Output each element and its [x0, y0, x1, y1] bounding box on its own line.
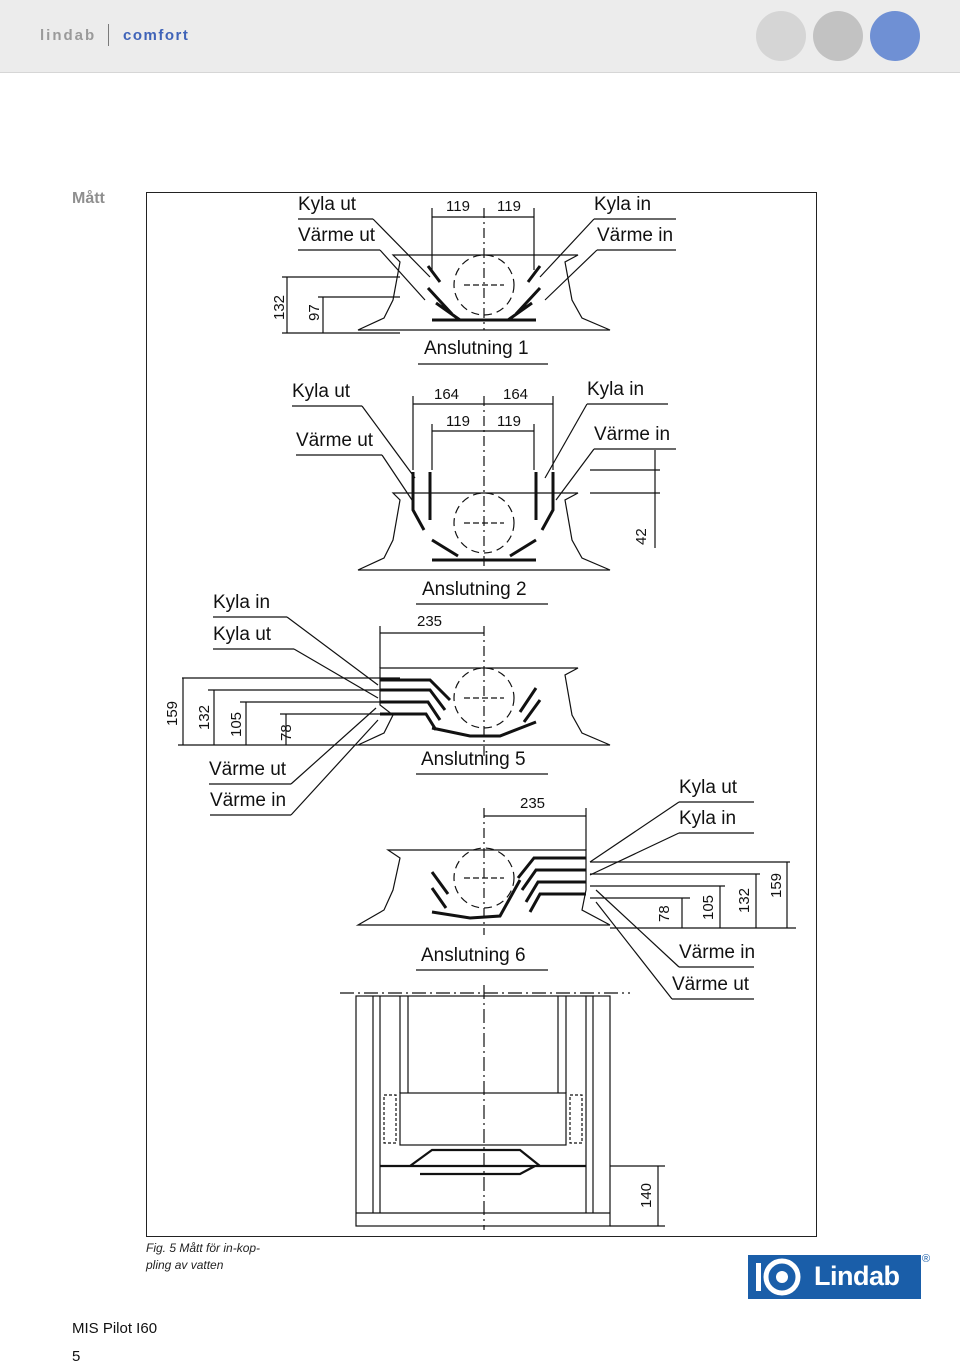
decor-dot-2	[813, 11, 863, 61]
label-varme-ut: Värme ut	[209, 759, 287, 780]
registered-mark: ®	[922, 1253, 931, 1265]
diagram-anslutning-2: Kyla ut Värme ut Kyla in Värme in 164 16…	[292, 379, 676, 605]
label-varme-in: Värme in	[597, 225, 673, 246]
dim-119-left: 119	[446, 198, 470, 215]
label-kyla-in: Kyla in	[587, 379, 644, 400]
dim-119-left: 119	[446, 413, 470, 430]
dim-119-right: 119	[497, 413, 521, 430]
dim-164-left: 164	[434, 386, 459, 403]
label-varme-in: Värme in	[594, 424, 670, 445]
label-varme-in: Värme in	[210, 790, 286, 811]
dim-119-right: 119	[497, 198, 521, 215]
dim-235: 235	[520, 795, 545, 812]
dim-42: 42	[633, 528, 650, 545]
label-kyla-in: Kyla in	[213, 592, 270, 613]
logo-wordmark: Lindab	[814, 1261, 900, 1291]
dim-159: 159	[768, 873, 785, 898]
title-anslutning-5: Anslutning 5	[421, 749, 526, 770]
diagram-anslutning-5: Kyla in Kyla ut 235 159 132 105 78 Värme…	[164, 592, 611, 816]
label-varme-ut: Värme ut	[298, 225, 376, 246]
diagram-anslutning-1: Kyla ut Värme ut Kyla in Värme in 119 11…	[271, 194, 676, 365]
figure-caption: Fig. 5 Mått för in-kop- pling av vatten	[146, 1240, 260, 1274]
dim-140: 140	[638, 1183, 655, 1208]
label-kyla-ut: Kyla ut	[292, 381, 351, 402]
caption-line-1: Fig. 5 Mått för in-kop-	[146, 1241, 261, 1255]
dim-97: 97	[306, 304, 323, 321]
decor-dot-1	[756, 11, 806, 61]
title-anslutning-1: Anslutning 1	[424, 338, 529, 359]
dim-235: 235	[417, 613, 442, 630]
label-varme-ut: Värme ut	[672, 974, 750, 995]
header-divider	[108, 24, 109, 46]
brand-name: lindab	[40, 27, 97, 44]
product-line: comfort	[123, 27, 190, 44]
label-kyla-ut: Kyla ut	[679, 777, 738, 798]
decor-dot-3	[870, 11, 920, 61]
page-header: lindab comfort	[0, 0, 960, 73]
section-title: Mått	[72, 190, 105, 207]
dim-164-right: 164	[503, 386, 528, 403]
label-varme-in: Värme in	[679, 942, 755, 963]
plan-view: 140	[340, 985, 665, 1230]
footer-product-name: MIS Pilot I60	[72, 1320, 158, 1337]
title-anslutning-2: Anslutning 2	[422, 579, 527, 600]
lindab-logo: Lindab	[748, 1255, 921, 1299]
label-kyla-ut: Kyla ut	[213, 624, 272, 645]
dim-159: 159	[164, 701, 181, 726]
page-number: 5	[72, 1348, 81, 1365]
label-varme-ut: Värme ut	[296, 430, 374, 451]
dim-105: 105	[700, 895, 717, 920]
dim-78: 78	[656, 905, 673, 922]
label-kyla-ut: Kyla ut	[298, 194, 357, 215]
diagram-anslutning-6: Kyla ut Kyla in 235 78 105 132 159 Anslu…	[355, 777, 796, 1000]
label-kyla-in: Kyla in	[594, 194, 651, 215]
figure-frame	[146, 192, 817, 1237]
dim-132: 132	[196, 705, 213, 730]
dim-132: 132	[271, 295, 288, 320]
logo-mark-icon	[756, 1258, 801, 1296]
dim-105: 105	[228, 712, 245, 737]
caption-line-2: pling av vatten	[146, 1258, 224, 1272]
label-kyla-in: Kyla in	[679, 808, 736, 829]
dim-132: 132	[736, 888, 753, 913]
title-anslutning-6: Anslutning 6	[421, 945, 526, 966]
dim-78: 78	[278, 724, 295, 741]
